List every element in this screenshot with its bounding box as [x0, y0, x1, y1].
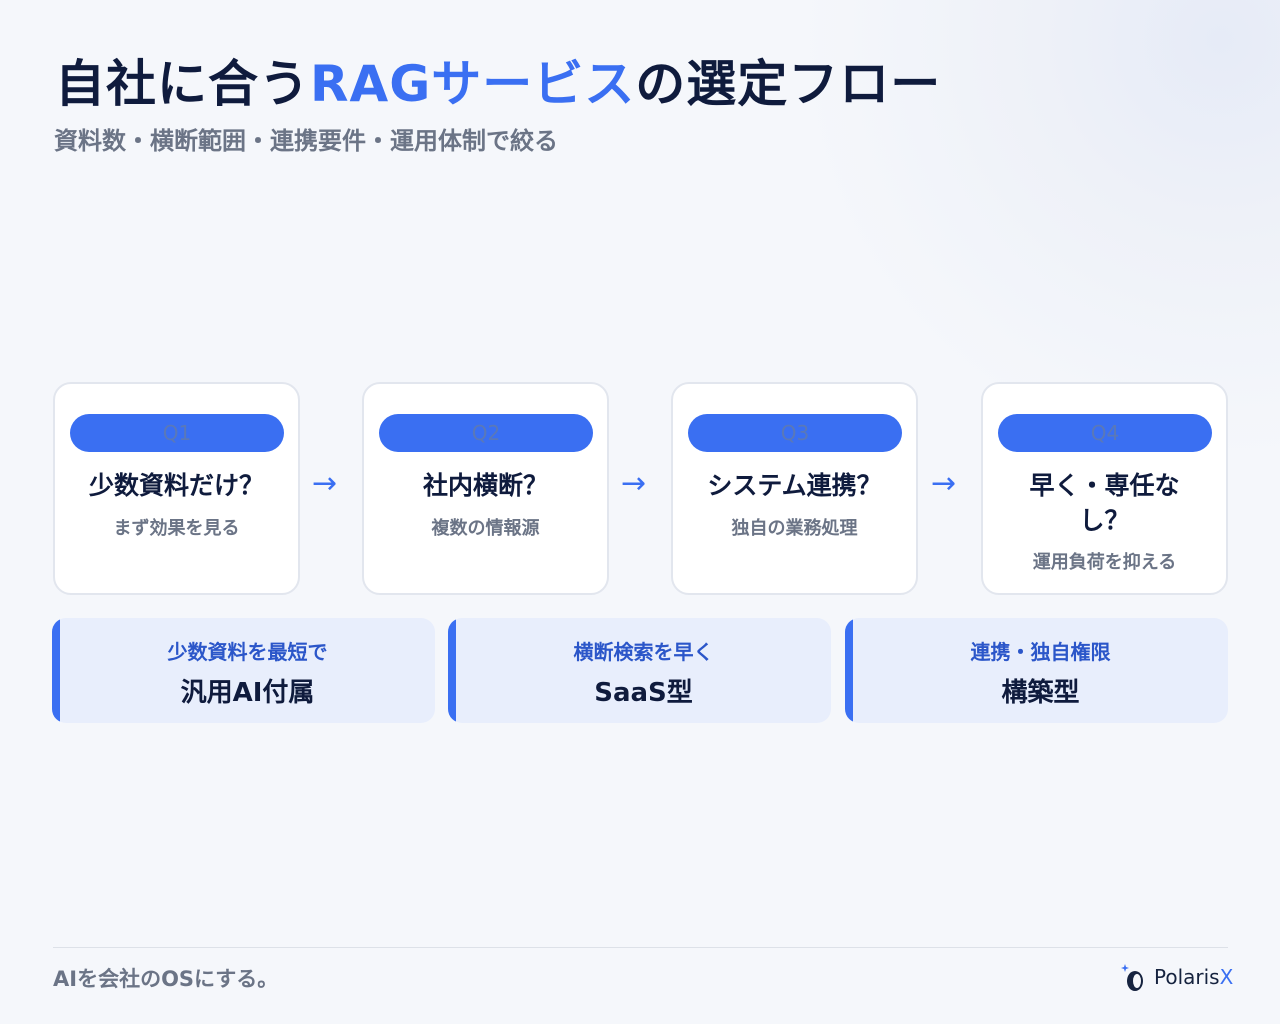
question-note: 独自の業務処理 [731, 518, 858, 539]
logo-wordmark: PolarisX [1154, 965, 1233, 989]
result-card-general-ai: 少数資料を最短で 汎用AI付属 [52, 618, 435, 723]
flow-arrow: → [621, 466, 647, 501]
title-pre: 自社に合う [55, 55, 310, 113]
result-value: 汎用AI付属 [180, 678, 315, 708]
polaris-logo-icon [1121, 964, 1143, 991]
accent-bar [845, 618, 853, 723]
question-badge: Q4 [998, 414, 1212, 452]
footer-tagline: AIを会社のOSにする。 [53, 967, 279, 991]
question-text: 社内横断？ [422, 471, 548, 500]
flow-arrow: → [312, 466, 338, 501]
question-card-q1: Q1 少数資料だけ？ まず効果を見る [53, 382, 300, 595]
title-post: の選定フロー [635, 55, 942, 113]
result-card-custom-build: 連携・独自権限 構築型 [845, 618, 1228, 723]
question-card-q4: Q4 早く・専任なし？ 運用負荷を抑える [981, 382, 1228, 595]
question-note: まず効果を見る [113, 518, 240, 539]
brand-logo: PolarisX [1118, 962, 1233, 992]
question-badge: Q3 [688, 414, 902, 452]
logo-main: Polaris [1154, 965, 1220, 989]
result-value: SaaS型 [594, 678, 693, 708]
question-text: 早く・専任なし？ [1029, 471, 1180, 535]
title-accent: RAGサービス [310, 55, 636, 113]
flow-arrow: → [931, 466, 957, 501]
question-note: 運用負荷を抑える [1032, 552, 1177, 573]
footer-divider [53, 947, 1228, 948]
result-card-saas: 横断検索を早く SaaS型 [448, 618, 831, 723]
result-label: 少数資料を最短で [167, 640, 328, 664]
question-text: 少数資料だけ？ [88, 471, 264, 500]
result-value: 構築型 [1001, 678, 1080, 708]
logo-accent: X [1219, 965, 1234, 989]
question-text: システム連携？ [707, 471, 882, 500]
page-title: 自社に合うRAGサービスの選定フロー [55, 44, 941, 116]
result-label: 横断検索を早く [573, 640, 714, 664]
page-subtitle: 資料数・横断範囲・連携要件・運用体制で絞る [54, 127, 558, 155]
question-card-q2: Q2 社内横断？ 複数の情報源 [362, 382, 609, 595]
question-card-q3: Q3 システム連携？ 独自の業務処理 [671, 382, 918, 595]
accent-bar [52, 618, 60, 723]
accent-bar [448, 618, 456, 723]
question-badge: Q1 [70, 414, 284, 452]
question-badge: Q2 [379, 414, 593, 452]
result-label: 連携・独自権限 [970, 640, 1111, 664]
question-note: 複数の情報源 [431, 518, 540, 539]
